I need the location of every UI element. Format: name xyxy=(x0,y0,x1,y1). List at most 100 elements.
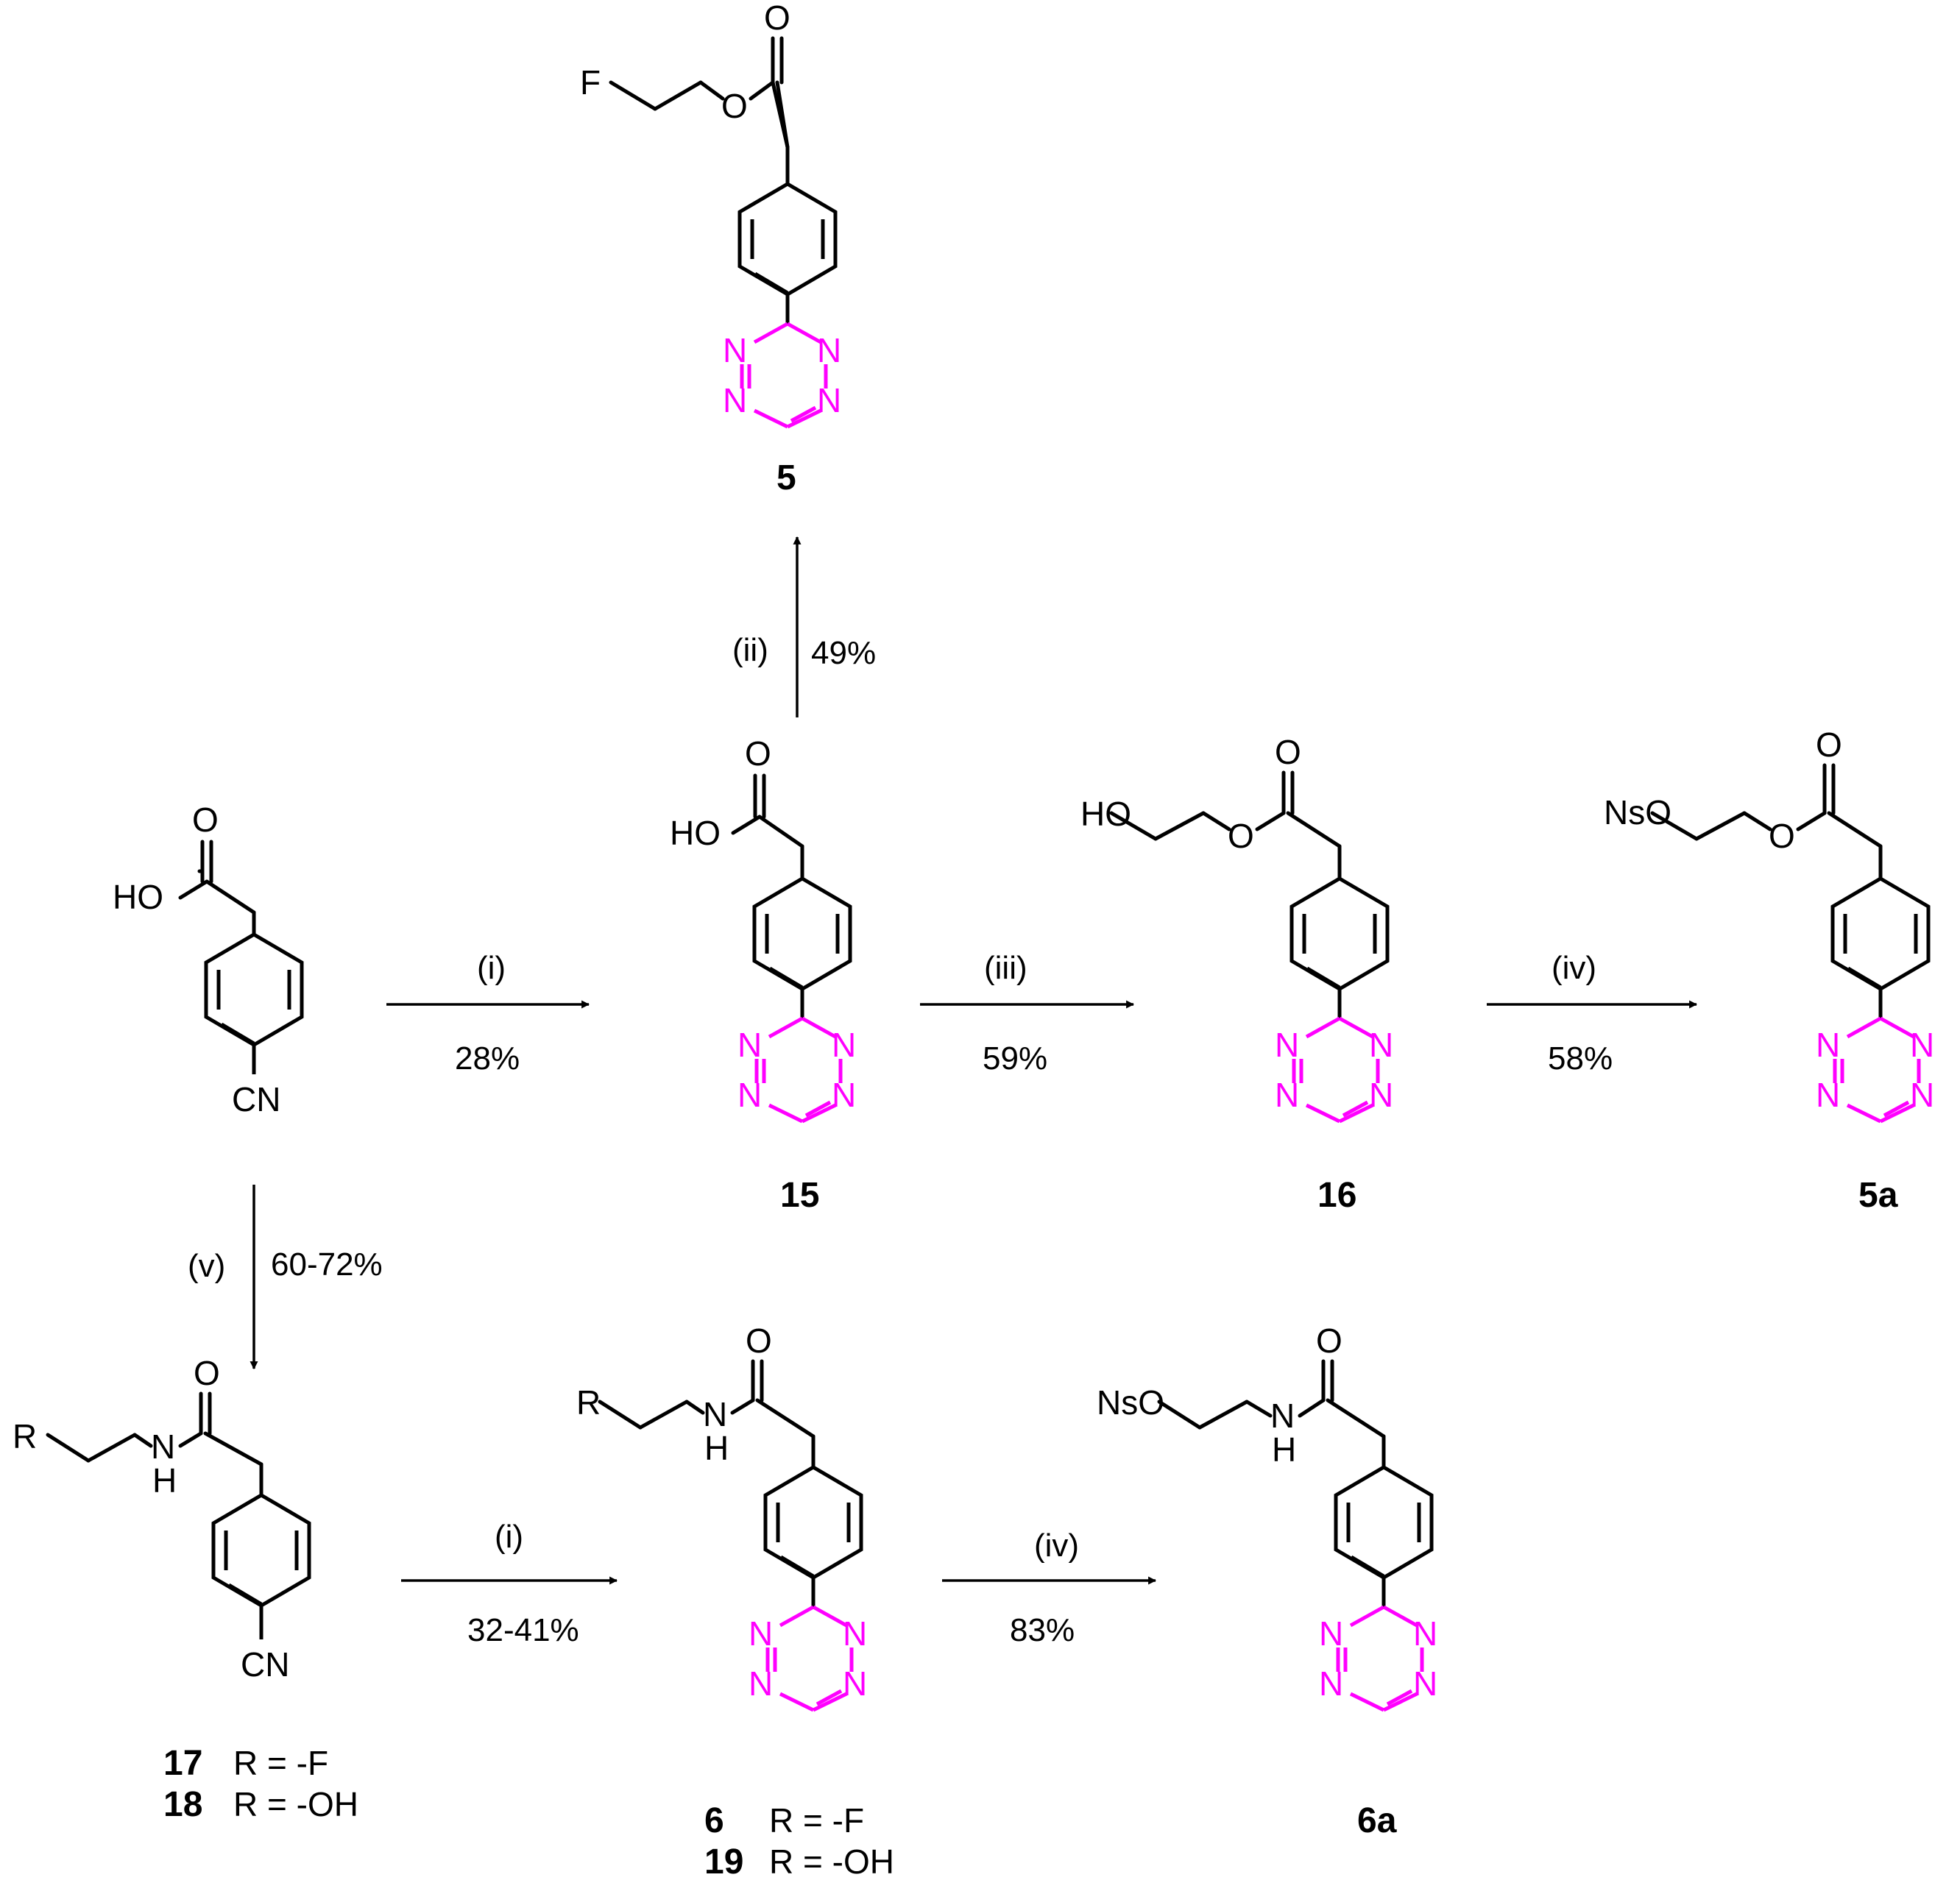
atom-n: N xyxy=(817,331,841,369)
atom-n: N xyxy=(723,381,747,419)
atom-h: H xyxy=(704,1429,729,1467)
tetrazine-ring xyxy=(765,1605,854,1712)
tetrazine-ring xyxy=(1292,1016,1380,1124)
compound-6a: NsO N H O N N N N 6a xyxy=(1097,1322,1437,1840)
atom-n: N xyxy=(1319,1614,1343,1653)
substituent-label: R = -OH xyxy=(233,1785,358,1823)
substituent-label: R = -OH xyxy=(769,1842,894,1881)
atom-n: N xyxy=(749,1664,773,1703)
compound-16: HO O O N N N N 16 xyxy=(1080,733,1393,1215)
compound-label: 18 xyxy=(163,1785,202,1824)
atom-n: N xyxy=(1910,1076,1934,1114)
benzene-ring xyxy=(1289,876,1390,1018)
benzene-ring xyxy=(1830,876,1931,1018)
atom-nso: NsO xyxy=(1097,1383,1164,1422)
atom-o: O xyxy=(746,1322,772,1360)
atom-nso: NsO xyxy=(1604,793,1671,831)
atom-n: N xyxy=(1413,1664,1437,1703)
benzene-ring xyxy=(1334,1465,1434,1607)
amide-chain xyxy=(46,1391,263,1497)
atom-ho: HO xyxy=(670,814,721,852)
reagent-label: (ii) xyxy=(732,632,768,668)
reaction-arrows xyxy=(250,536,1698,1585)
reagent-label: (iv) xyxy=(1552,950,1596,986)
benzene-ring xyxy=(737,182,838,324)
atom-o: O xyxy=(1228,817,1254,855)
compound-label: 17 xyxy=(163,1744,202,1783)
yield-label: 60-72% xyxy=(271,1246,383,1283)
reagent-label: (iii) xyxy=(984,950,1027,986)
compound-15: O HO N N N N 15 xyxy=(670,734,856,1215)
substituent-label: R = -F xyxy=(769,1801,864,1840)
compound-label: 6a xyxy=(1357,1801,1397,1840)
atom-o: O xyxy=(1816,726,1842,764)
atom-n: N xyxy=(1369,1026,1393,1064)
compound-label: 16 xyxy=(1317,1176,1356,1215)
atom-o: O xyxy=(764,0,790,37)
tetrazine-ring xyxy=(1833,1016,1921,1124)
substituent-label: R = -F xyxy=(233,1744,328,1782)
reagent-label: (i) xyxy=(477,950,506,986)
atom-n: N xyxy=(1319,1664,1343,1703)
atom-n: N xyxy=(1816,1076,1840,1114)
compound-label: 19 xyxy=(704,1842,743,1881)
acid-group xyxy=(178,840,256,937)
atom-h: H xyxy=(1272,1430,1296,1469)
yield-label: 32-41% xyxy=(467,1612,579,1648)
benzene-ring xyxy=(211,1493,311,1639)
atom-n: N xyxy=(723,331,747,369)
atom-cn: CN xyxy=(232,1080,280,1118)
tetrazine-ring xyxy=(1336,1605,1424,1712)
compound-6-19: R N H O N N N N 6 R = -F 19 R = -OH xyxy=(576,1322,894,1881)
atom-o: O xyxy=(1316,1322,1342,1360)
atom-n: N xyxy=(843,1664,867,1703)
atom-n: N xyxy=(1816,1026,1840,1064)
reagent-label: (i) xyxy=(495,1519,523,1555)
atom-o: O xyxy=(194,1354,220,1392)
atom-n: N xyxy=(832,1026,856,1064)
atom-n: N xyxy=(817,381,841,419)
atom-ho: HO xyxy=(1080,795,1131,833)
reagent-label: (v) xyxy=(188,1248,225,1284)
benzene-ring xyxy=(204,932,304,1074)
compound-label: 5a xyxy=(1858,1176,1898,1215)
yield-label: 49% xyxy=(811,635,876,671)
atom-o: O xyxy=(1769,817,1795,855)
starting-material: O HO CN xyxy=(113,801,304,1118)
atom-n: N xyxy=(1275,1076,1299,1114)
atom-o: O xyxy=(721,87,748,125)
atom-n: N xyxy=(843,1614,867,1653)
atom-n: N xyxy=(703,1395,727,1433)
ester-chain xyxy=(1109,770,1342,881)
yield-label: 28% xyxy=(455,1040,520,1077)
atom-n: N xyxy=(737,1076,762,1114)
atom-n: N xyxy=(1270,1397,1295,1435)
reagent-label: (iv) xyxy=(1034,1528,1079,1564)
yield-label: 59% xyxy=(983,1040,1047,1077)
atom-o: O xyxy=(1275,733,1301,771)
atom-r: R xyxy=(576,1383,601,1422)
atom-n: N xyxy=(1369,1076,1393,1114)
reaction-conditions: (ii) 49% (i) 28% (iii) 59% (iv) 58% (v) … xyxy=(188,632,1613,1648)
yield-label: 83% xyxy=(1010,1612,1075,1648)
amide-chain xyxy=(1157,1359,1386,1469)
atom-n: N xyxy=(151,1427,175,1466)
atom-n: N xyxy=(832,1076,856,1114)
compound-label: 6 xyxy=(704,1801,724,1840)
compound-17-18: R N H O CN 17 R = -F 18 R = -OH xyxy=(13,1354,358,1824)
atom-n: N xyxy=(1275,1026,1299,1064)
acid-group xyxy=(731,773,804,881)
ester-chain xyxy=(1650,763,1883,881)
atom-n: N xyxy=(1413,1614,1437,1653)
atom-r: R xyxy=(13,1417,37,1455)
benzene-ring xyxy=(763,1465,863,1607)
amide-chain xyxy=(598,1359,816,1469)
yield-label: 58% xyxy=(1548,1040,1613,1077)
atom-h: H xyxy=(152,1461,177,1500)
ester-chain xyxy=(609,36,790,186)
tetrazine-ring xyxy=(754,1016,843,1124)
atom-n: N xyxy=(737,1026,762,1064)
compound-5: F O O N N N N 5 xyxy=(580,0,841,497)
atom-cn: CN xyxy=(241,1645,289,1684)
